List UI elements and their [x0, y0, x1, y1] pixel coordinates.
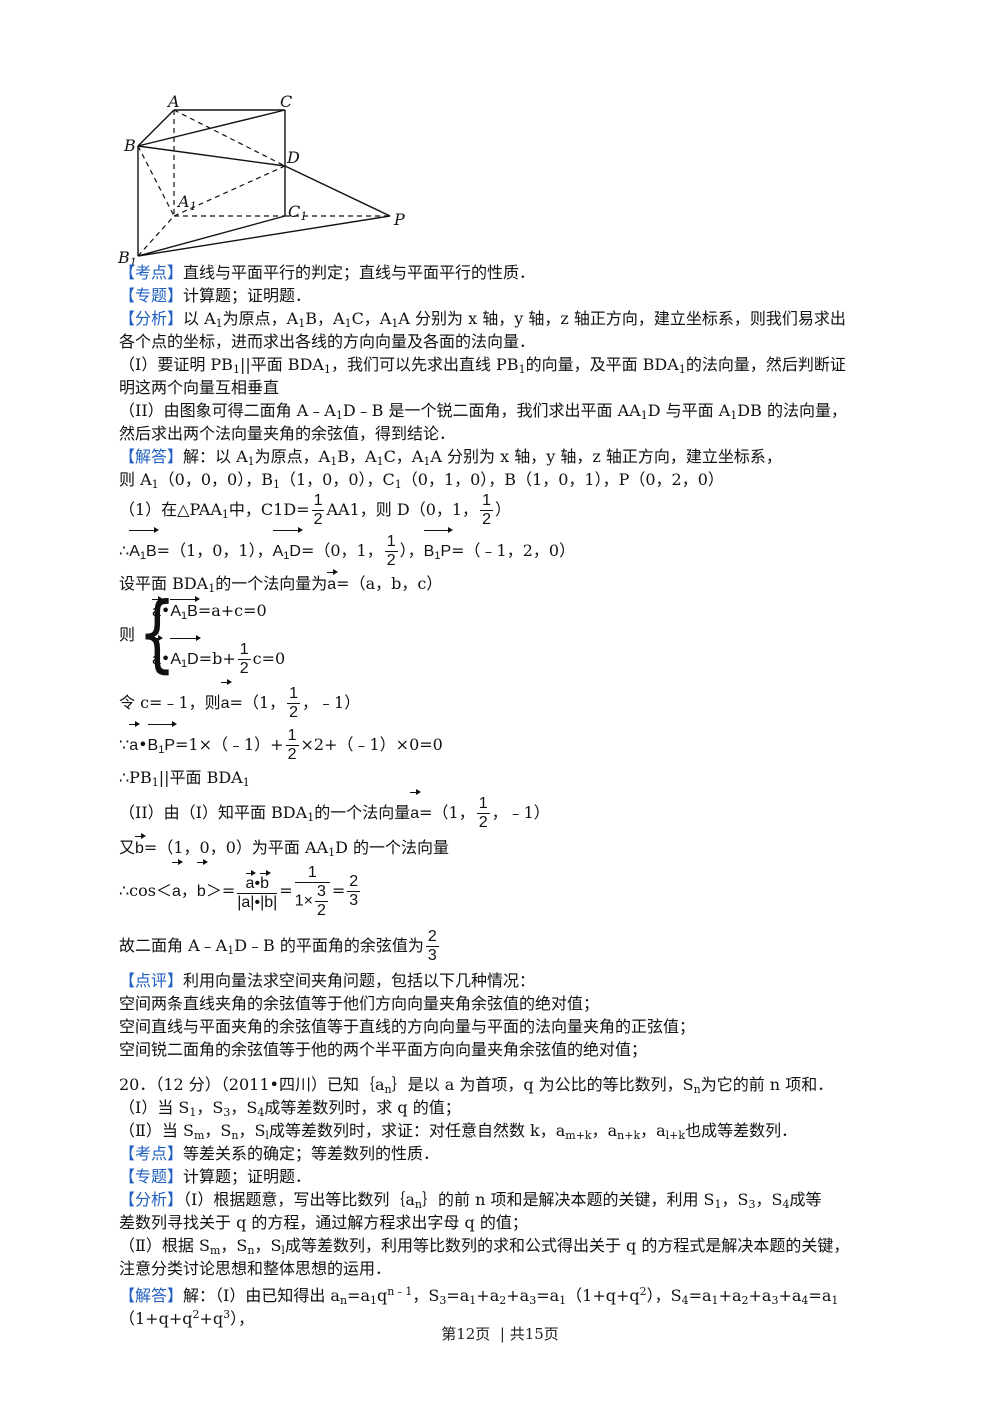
- q19-jieda-10: 又b=（1，0，0）为平面 AA1D 的一个法向量: [119, 833, 449, 864]
- q19-fenxi-1: 【分析】以 A1为原点，A1B，A1C，A1A 分别为 x 轴，y 轴，z 轴正…: [119, 309, 846, 330]
- q20-part-ii: （Ⅱ）当 Sm，Sn，Sl成等差数列时，求证：对任意自然数 k，am+k，an+…: [119, 1121, 798, 1142]
- q19-dianping-2: 空间两条直线夹角的余弦值等于他们方向向量夹角余弦值的绝对值；: [119, 994, 600, 1013]
- q19-jieda-8: ∴PB1||平面 BDA1: [119, 768, 250, 789]
- label-A: A: [168, 92, 180, 111]
- label-P: P: [394, 210, 405, 229]
- vector-A1B: A1B: [129, 527, 160, 576]
- q19-fenxi-5: （II）由图象可得二面角 A﹣A1D﹣B 是一个锐二面角，我们求出平面 AA1D…: [119, 401, 847, 422]
- label-C: C: [280, 92, 293, 111]
- geometry-figure: A C B D A1 C1 P B1: [110, 88, 410, 269]
- q19-system-label: 则: [119, 625, 136, 644]
- q19-jieda-1: 【解答】解：以 A1为原点，A1B，A1C，A1A 分别为 x 轴，y 轴，z …: [119, 447, 782, 468]
- footer-separator: |: [499, 1325, 505, 1343]
- q20-fenxi-3: （Ⅱ）根据 Sm，Sn，Sl成等差数列，利用等比数列的求和公式得出关于 q 的方…: [119, 1236, 850, 1257]
- q19-dianping-4: 空间锐二面角的余弦值等于他的两个半平面方向向量夹角余弦值的绝对值；: [119, 1040, 648, 1059]
- label-B: B: [124, 136, 136, 155]
- vector-B1P: B1P: [423, 527, 454, 576]
- q20-kaodian: 【考点】等差关系的确定；等差数列的性质．: [119, 1144, 440, 1163]
- label-A1: A1: [178, 192, 197, 213]
- q19-dianping-1: 【点评】利用向量法求空间夹角问题，包括以下几种情况：: [119, 971, 536, 990]
- q20-fenxi-2: 差数列寻找关于 q 的方程，通过解方程求出字母 q 的值；: [119, 1213, 528, 1232]
- page-number: 第12页: [441, 1325, 491, 1343]
- q20-part-i: （Ⅰ）当 S1，S3，S4成等差数列时，求 q 的值；: [119, 1098, 461, 1119]
- q19-kaodian: 【考点】直线与平面平行的判定；直线与平面平行的性质．: [119, 263, 536, 282]
- label-C1: C1: [288, 202, 308, 223]
- q19-fenxi-2: 各个点的坐标，进而求出各线的方向向量及各面的法向量．: [119, 332, 536, 351]
- q20-jieda-1: 【解答】解：（Ⅰ）由已知得出 an=a1qn﹣1，S3=a1+a2+a3=a1（…: [119, 1285, 839, 1307]
- q20-jieda-2: （1+q+q2+q3），: [119, 1308, 255, 1328]
- vector-A1D: A1D: [272, 527, 304, 576]
- frac-cosine: a•b|a|•|b|: [237, 870, 278, 912]
- q20-fenxi-1: 【分析】（Ⅰ）根据题意，写出等比数列｛an｝的前 n 项和是解决本题的关键，利用…: [119, 1190, 822, 1211]
- vector-a: a: [327, 569, 339, 596]
- q19-dianping-3: 空间直线与平面夹角的余弦值等于直线的方向向量与平面的法向量夹角的正弦值；: [119, 1017, 696, 1036]
- page-total: 共15页: [509, 1325, 559, 1343]
- q19-system-eq1: a•A1B=a+c=0: [152, 596, 267, 627]
- q19-fenxi-4: 明这两个向量互相垂直: [119, 378, 280, 397]
- label-D: D: [287, 148, 300, 167]
- page-footer: 第12页 | 共15页: [0, 1323, 1000, 1344]
- q20-zhuanti: 【专题】计算题；证明题．: [119, 1167, 312, 1186]
- prism-diagram: [137, 109, 391, 257]
- q19-jieda-5: 设平面 BDA1的一个法向量为a=（a，b，c）: [119, 569, 442, 600]
- q19-jieda-2: 则 A1（0，0，0），B1（1，0，0），C1（0，1，0），B（1，0，1）…: [119, 470, 724, 491]
- q19-fenxi-3: （I）要证明 PB1||平面 BDA1，我们可以先求出直线 PB1的向量，及平面…: [119, 355, 846, 376]
- q20-fenxi-4: 注意分类讨论思想和整体思想的运用．: [119, 1259, 392, 1278]
- system-brace: {: [138, 585, 177, 683]
- label-B1: B1: [118, 248, 137, 269]
- q19-zhuanti: 【专题】计算题；证明题．: [119, 286, 312, 305]
- q19-fenxi-6: 然后求出两个法向量夹角的余弦值，得到结论．: [119, 424, 456, 443]
- q20-heading: 20．（12 分）（2011•四川）已知｛an｝是以 a 为首项，q 为公比的等…: [119, 1075, 834, 1096]
